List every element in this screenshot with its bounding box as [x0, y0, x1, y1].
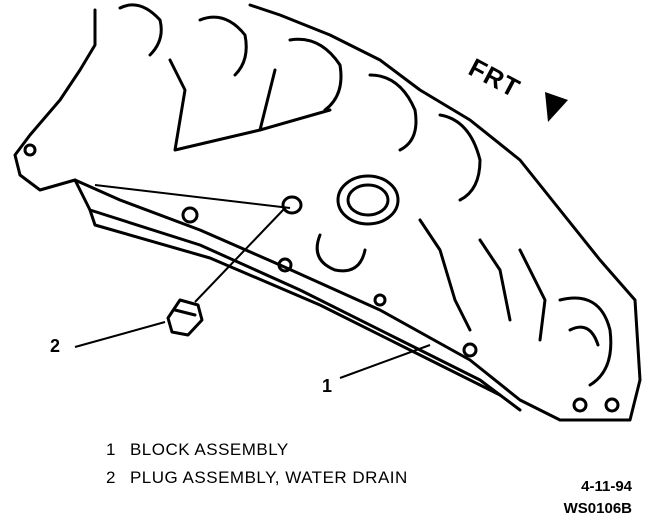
callout-2: 2	[50, 336, 61, 356]
drain-hole	[281, 195, 303, 215]
callout-1: 1	[322, 376, 333, 396]
bore-2	[198, 15, 248, 77]
figure-date: 4-11-94	[581, 478, 632, 495]
bore-4	[368, 73, 418, 152]
front-face	[168, 58, 332, 152]
bore-1	[118, 3, 163, 57]
legend-number: 2	[106, 468, 116, 487]
legend-item-2: 2 PLUG ASSEMBLY, WATER DRAIN	[106, 468, 408, 488]
front-arrow-icon	[545, 92, 568, 122]
bearing-cap	[315, 233, 367, 273]
bearing-bore	[336, 174, 400, 226]
callout-2-leader	[74, 321, 166, 348]
drain-plug	[166, 298, 204, 337]
figure-code: WS0106B	[563, 500, 632, 517]
block-outline	[13, 3, 642, 422]
bore-3	[288, 37, 343, 112]
legend-text: PLUG ASSEMBLY, WATER DRAIN	[129, 468, 408, 487]
legend-number: 1	[106, 440, 116, 459]
legend-text: BLOCK ASSEMBLY	[129, 440, 289, 459]
callout-1-leader	[339, 344, 431, 379]
plug-leader	[194, 207, 286, 303]
bore-5	[438, 113, 482, 202]
legend-item-1: 1 BLOCK ASSEMBLY	[106, 440, 289, 460]
